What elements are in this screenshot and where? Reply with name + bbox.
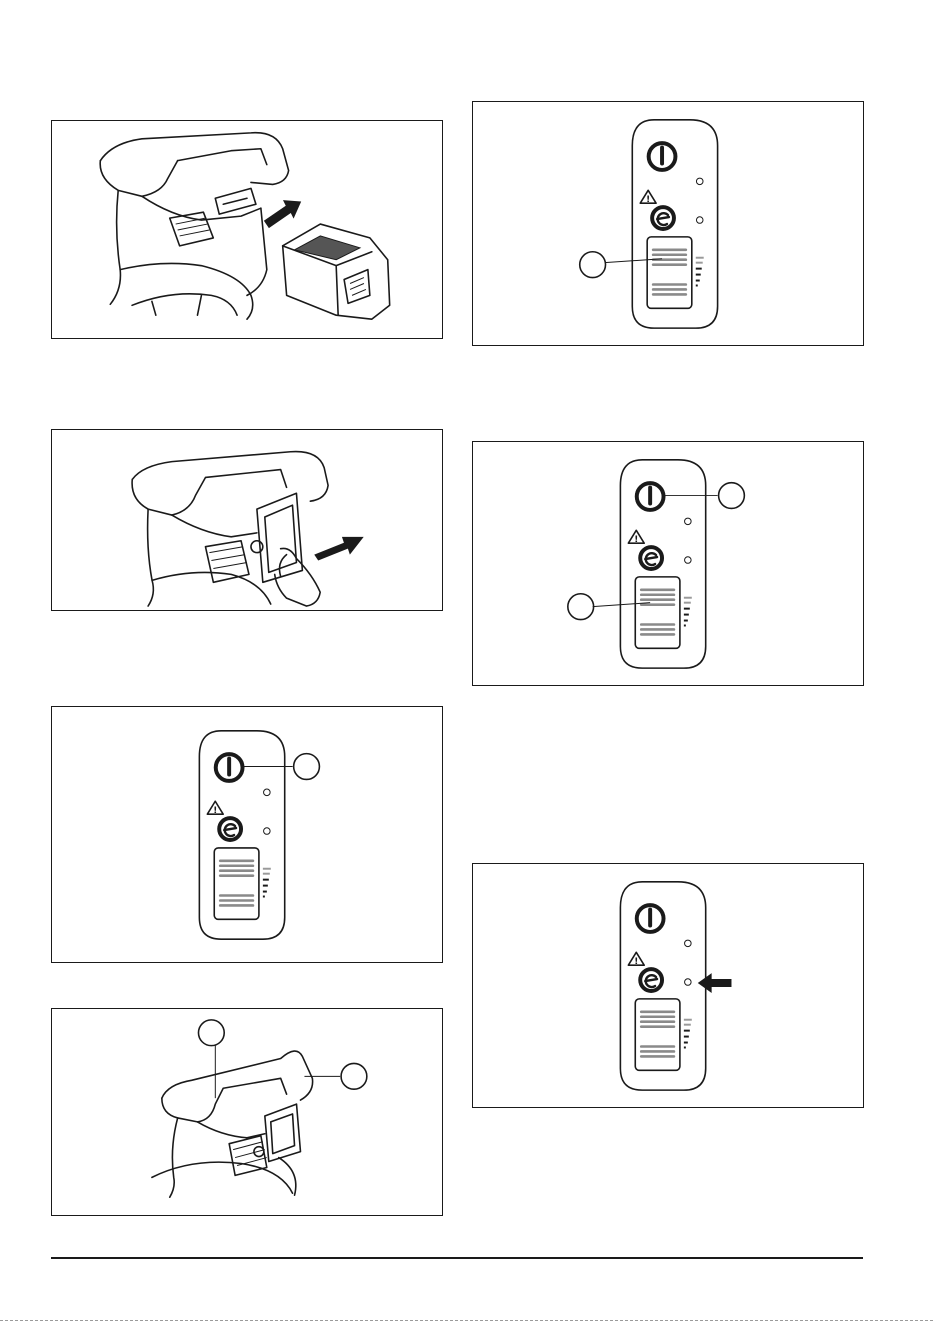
handles-illustration <box>52 1009 442 1215</box>
page-edge-dashed-line <box>0 1320 933 1321</box>
control-panel-illustration <box>473 864 863 1107</box>
callout-marker-battery-indicator <box>568 594 594 620</box>
control-panel-illustration <box>52 707 442 962</box>
footer-rule <box>51 1257 863 1259</box>
callout-marker-power <box>294 754 320 780</box>
fig-battery-insert <box>51 120 443 339</box>
fig-panel-battery-indicator <box>472 101 864 346</box>
fig-panel-power <box>51 706 443 963</box>
callout-marker-rear-handle <box>341 1063 367 1089</box>
fig-cover-close <box>51 429 443 611</box>
callout-marker-battery-indicator <box>580 252 606 278</box>
fig-panel-eco-led <box>472 863 864 1108</box>
fig-handles <box>51 1008 443 1216</box>
battery-insert-illustration <box>52 121 442 338</box>
control-panel-illustration <box>473 102 863 345</box>
eco-led-arrow-icon <box>698 973 732 993</box>
callout-marker-power <box>719 483 745 509</box>
control-panel-illustration <box>473 442 863 685</box>
battery-cover-illustration <box>52 430 442 610</box>
fig-panel-power-and-indicator <box>472 441 864 686</box>
callout-marker-front-handle <box>198 1020 224 1046</box>
